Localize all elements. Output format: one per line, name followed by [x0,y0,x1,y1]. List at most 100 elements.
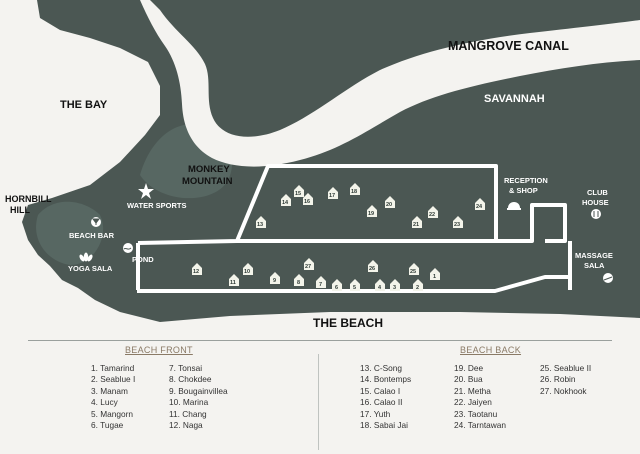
svg-text:2: 2 [416,285,419,291]
legend-item: 25. Seablue II [540,363,592,373]
svg-text:15: 15 [295,191,301,197]
legend-item: 11. Chang [169,408,207,419]
svg-text:14: 14 [282,200,289,206]
legend-item: 26. Robin [540,374,576,385]
hut-11[interactable]: 11 [229,274,239,286]
svg-text:27: 27 [305,264,311,270]
svg-text:24: 24 [476,204,483,210]
reception-label-1: RECEPTION [504,176,548,185]
restaurant-icon [591,209,601,219]
hut-9[interactable]: 9 [270,272,280,284]
svg-text:10: 10 [244,269,250,275]
legend-item: 19. Dee [454,363,484,373]
legend-item: 6. Tugae [91,420,124,431]
hut-6[interactable]: 6 [332,279,342,291]
hut-13[interactable]: 13 [256,216,266,228]
hut-14[interactable]: 14 [281,194,291,206]
hut-19[interactable]: 19 [367,205,377,217]
hut-21[interactable]: 21 [412,216,422,228]
svg-text:13: 13 [257,222,263,228]
legend-item: 15. Calao I [360,385,401,396]
legend-item: 21. Metha [454,385,491,396]
legend-item: 27. Nokhook [540,385,587,396]
hut-10[interactable]: 10 [243,263,253,275]
lotus-icon [79,252,93,262]
beach-front-list-1: 1. Tamarind 2. Seablue I 3. Manam 4. Luc… [91,363,135,431]
svg-text:12: 12 [193,269,199,275]
hut-15[interactable]: 15 [294,185,304,197]
svg-text:20: 20 [386,202,392,208]
legend-item: 5. Mangorn [91,408,133,419]
hut-20[interactable]: 20 [385,196,395,208]
hut-4[interactable]: 4 [375,279,385,291]
massage-sala-label-1: MASSAGE [575,251,613,260]
svg-text:22: 22 [429,212,435,218]
hut-25[interactable]: 25 [409,263,419,275]
hut-5[interactable]: 5 [350,279,360,291]
svg-text:16: 16 [304,199,310,205]
massage-icon [603,273,613,283]
svg-text:9: 9 [273,278,276,284]
legend-item: 12. Naga [169,420,203,431]
legend-item: 10. Marina [169,397,209,408]
legend-item: 4. Lucy [91,397,118,408]
legend-item: 16. Calao II [360,397,403,408]
legend-item: 7. Tonsai [169,363,203,373]
pond-icon [123,243,133,253]
beach-bar-label: BEACH BAR [69,231,115,240]
legend-item: 23. Taotanu [454,408,498,419]
hut-23[interactable]: 23 [453,216,463,228]
svg-text:19: 19 [368,211,374,217]
beach-back-list-3: 25. Seablue II 26. Robin 27. Nokhook [540,363,591,397]
legend-divider [318,354,319,450]
beach-front-title: BEACH FRONT [125,345,193,355]
beach-bar-icon [91,217,101,227]
hut-27[interactable]: 27 [304,258,314,270]
legend-item: 22. Jaiyen [454,397,492,408]
savannah-label: SAVANNAH [484,93,545,105]
yoga-sala-label: YOGA SALA [68,264,113,273]
hut-17[interactable]: 17 [328,187,338,199]
legend: BEACH FRONT BEACH BACK 1. Tamarind 2. Se… [0,340,640,454]
svg-text:4: 4 [378,285,382,291]
beach-back-list-2: 19. Dee 20. Bua 21. Metha 22. Jaiyen 23.… [454,363,506,431]
the-beach-label: THE BEACH [313,316,383,330]
svg-text:3: 3 [393,285,396,291]
water-sports-label: WATER SPORTS [127,201,186,210]
legend-item: 14. Bontemps [360,374,412,385]
svg-text:23: 23 [454,222,460,228]
hut-3[interactable]: 3 [390,279,400,291]
hut-22[interactable]: 22 [428,206,438,218]
svg-text:26: 26 [369,266,375,272]
the-bay-label: THE BAY [60,99,108,111]
hut-26[interactable]: 26 [368,260,378,272]
hut-12[interactable]: 12 [192,263,202,275]
hut-24[interactable]: 24 [475,198,485,210]
legend-item: 17. Yuth [360,408,391,419]
legend-item: 2. Seablue I [91,374,136,385]
svg-text:18: 18 [351,189,357,195]
star-icon [138,183,154,199]
svg-text:17: 17 [329,193,335,199]
reception-label-2: & SHOP [509,186,538,195]
svg-text:5: 5 [353,285,356,291]
svg-text:21: 21 [413,222,419,228]
hut-2[interactable]: 2 [413,279,423,291]
beach-back-title: BEACH BACK [460,345,522,355]
hut-1[interactable]: 1 [430,268,440,280]
hornbill-hill-label-2: HILL [10,205,30,215]
legend-item: 13. C-Song [360,363,402,373]
club-house-label-2: HOUSE [582,198,609,207]
svg-text:25: 25 [410,269,416,275]
mangrove-canal-label: MANGROVE CANAL [448,39,569,53]
hut-18[interactable]: 18 [350,183,360,195]
hut-16[interactable]: 16 [303,193,313,205]
club-house-label-1: CLUB [587,188,608,197]
hut-8[interactable]: 8 [294,274,304,286]
legend-item: 18. Sabai Jai [360,420,408,431]
legend-item: 1. Tamarind [91,363,135,373]
svg-text:8: 8 [297,280,300,286]
hut-7[interactable]: 7 [316,276,326,288]
svg-text:6: 6 [335,285,338,291]
